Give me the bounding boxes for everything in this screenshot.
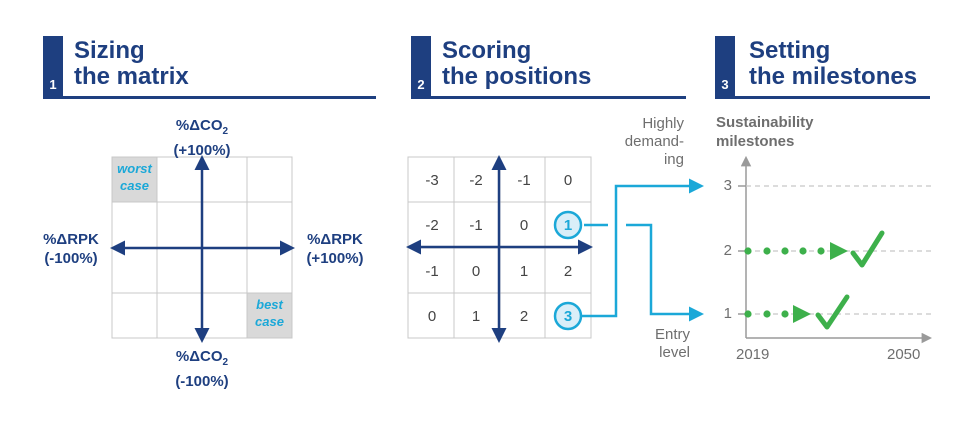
score-cell-r4c4: 3 bbox=[563, 307, 573, 325]
best-case-cell bbox=[247, 293, 292, 338]
milestone-tick-2: 2 bbox=[723, 242, 732, 259]
entry-level-label: Entry level bbox=[610, 326, 690, 362]
entry-line1: Entry bbox=[654, 326, 690, 343]
score-cell-r3c3: 1 bbox=[519, 262, 529, 280]
highly-demanding-label: Highly demand- ing bbox=[594, 115, 684, 169]
panel-rule-2 bbox=[411, 96, 686, 99]
matrix-left-value: (-100%) bbox=[44, 250, 98, 267]
milestones-title-line2: milestones bbox=[716, 133, 795, 150]
score-cell-r2c3: 0 bbox=[519, 216, 529, 234]
milestone-2-path bbox=[744, 242, 848, 260]
score-cell-r3c2: 0 bbox=[471, 262, 481, 280]
panel-number-2: 2 bbox=[411, 36, 431, 98]
worst-case-cell bbox=[112, 157, 157, 202]
score-cell-r1c1: -3 bbox=[425, 171, 439, 189]
panel-title-2-line1: Scoring bbox=[442, 37, 532, 64]
score-cell-r4c3: 2 bbox=[519, 307, 529, 325]
entry-line2: level bbox=[659, 344, 690, 361]
connector-to-level-1-b bbox=[626, 223, 704, 322]
matrix-top-label-text: %ΔCO bbox=[175, 117, 223, 134]
panel-title-2: Scoring the positions bbox=[442, 38, 591, 90]
panel-title-3: Setting the milestones bbox=[749, 38, 917, 90]
milestone-tick-1: 1 bbox=[723, 305, 732, 322]
matrix-right-label-text: %ΔRPK bbox=[307, 231, 363, 248]
milestones-title: Sustainability milestones bbox=[716, 113, 814, 151]
panel-title-1: Sizing the matrix bbox=[74, 38, 189, 90]
score-cell-r4c1: 0 bbox=[427, 307, 437, 325]
score-cell-r2c2: -1 bbox=[469, 216, 483, 234]
score-cell-r1c4: 0 bbox=[563, 171, 573, 189]
panel-number-3-text: 3 bbox=[721, 77, 729, 92]
panel-rule-1 bbox=[43, 96, 376, 99]
best-case-line2: case bbox=[255, 314, 284, 329]
best-case-label: best case bbox=[247, 296, 292, 330]
worst-case-line2: case bbox=[120, 178, 149, 193]
matrix-left-label-text: %ΔRPK bbox=[43, 231, 99, 248]
panel-title-1-line1: Sizing bbox=[74, 37, 145, 64]
matrix-top-label-sub: 2 bbox=[222, 126, 229, 137]
highly-line3: ing bbox=[663, 151, 684, 168]
milestone-1-path bbox=[744, 305, 811, 323]
milestone-x-start: 2019 bbox=[736, 346, 770, 363]
panel-title-2-line2: the positions bbox=[442, 63, 592, 90]
matrix-bottom-label: %ΔCO2 (-100%) bbox=[152, 347, 252, 391]
score-cell-r1c3: -1 bbox=[517, 171, 531, 189]
panel-number-3: 3 bbox=[715, 36, 735, 98]
score-cell-r2c1: -2 bbox=[425, 216, 439, 234]
matrix-right-value: (+100%) bbox=[306, 250, 364, 267]
matrix-bottom-label-sub: 2 bbox=[222, 357, 229, 368]
score-cell-r2c4: 1 bbox=[563, 216, 573, 234]
matrix-right-label: %ΔRPK (+100%) bbox=[296, 230, 374, 268]
score-circle-1 bbox=[553, 210, 583, 240]
score-cell-r1c2: -2 bbox=[469, 171, 483, 189]
panel-title-3-line1: Setting bbox=[749, 37, 831, 64]
highly-line2: demand- bbox=[624, 133, 684, 150]
matrix-top-value: (+100%) bbox=[173, 142, 231, 159]
milestone-tick-3: 3 bbox=[723, 177, 732, 194]
panel-number-1: 1 bbox=[43, 36, 63, 98]
panel-title-1-line2: the matrix bbox=[74, 63, 189, 90]
matrix-bottom-label-text: %ΔCO bbox=[175, 348, 223, 365]
score-cell-r3c1: -1 bbox=[425, 262, 439, 280]
connector-to-level-3 bbox=[582, 178, 704, 318]
matrix-bottom-value: (-100%) bbox=[175, 373, 229, 390]
matrix-left-label: %ΔRPK (-100%) bbox=[32, 230, 110, 268]
panel-number-1-text: 1 bbox=[49, 77, 57, 92]
best-case-line1: best bbox=[256, 297, 283, 312]
panel-title-3-line2: the milestones bbox=[749, 63, 918, 90]
milestones-title-line1: Sustainability bbox=[716, 114, 814, 131]
milestone-1-check-icon bbox=[815, 294, 850, 330]
milestone-2-check-icon bbox=[850, 230, 885, 268]
matrix-top-label: %ΔCO2 (+100%) bbox=[152, 116, 252, 160]
highly-line1: Highly bbox=[642, 115, 684, 132]
panel-rule-3 bbox=[715, 96, 930, 99]
worst-case-label: worst case bbox=[112, 160, 157, 194]
milestone-x-end: 2050 bbox=[887, 346, 921, 363]
score-cell-r3c4: 2 bbox=[563, 262, 573, 280]
score-circle-3 bbox=[553, 301, 583, 331]
worst-case-line1: worst bbox=[117, 161, 152, 176]
score-cell-r4c2: 1 bbox=[471, 307, 481, 325]
panel-number-2-text: 2 bbox=[417, 77, 425, 92]
